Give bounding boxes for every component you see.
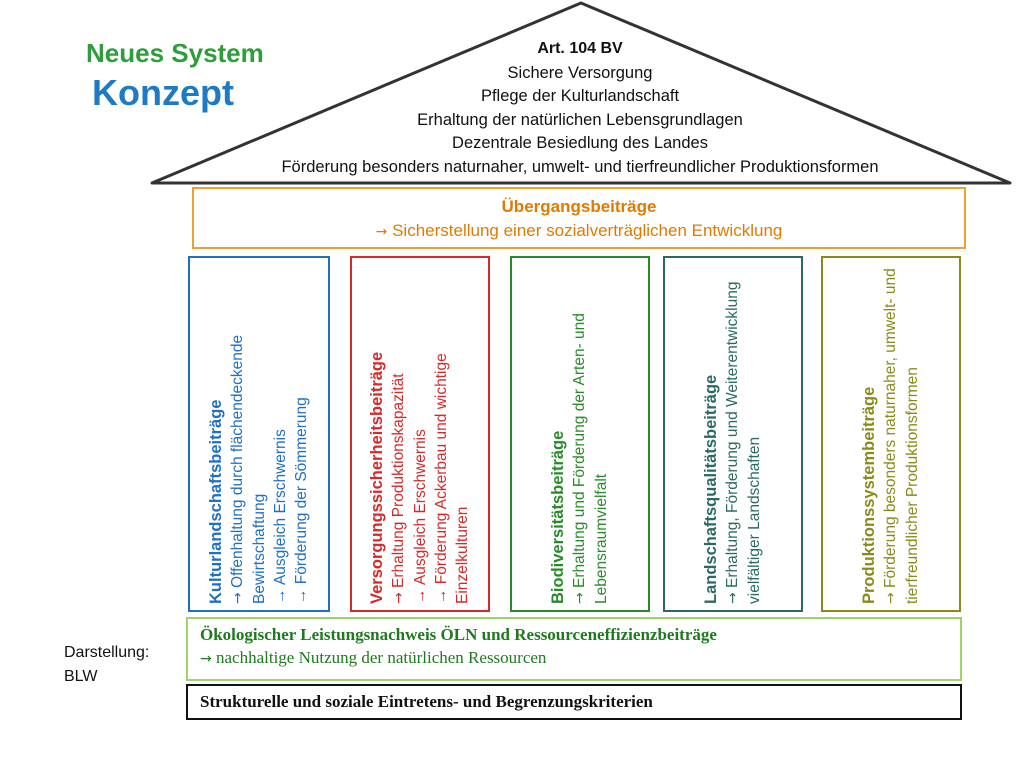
pillar-title: Produktionssystembeiträge	[860, 386, 878, 604]
pillar-text: → Erhaltung, Förderung und Weiterentwick…	[724, 281, 763, 605]
pillar-title: Versorgungssicherheitsbeiträge	[368, 351, 386, 604]
arrow-right-icon: →	[200, 651, 212, 667]
pillar-title: Biodiversitätsbeiträge	[549, 430, 567, 604]
transition-title: Übergangsbeiträge	[501, 197, 657, 216]
pillar-biodiversitaet: Biodiversitätsbeiträge → Erhaltung und F…	[510, 256, 650, 612]
title-neues-system: Neues System	[86, 38, 264, 68]
pillar-title: Landschaftsqualitätsbeiträge	[702, 374, 720, 604]
roof-line: Dezentrale Besiedlung des Landes	[452, 134, 708, 152]
roof-outline	[150, 1, 1012, 185]
pillar-text: → Ausgleich Erschwernis	[412, 429, 429, 604]
roof-line: Sichere Versorgung	[507, 64, 653, 82]
title-konzept: Konzept	[92, 72, 234, 113]
pillar-text: → Ausgleich Erschwernis	[272, 429, 289, 604]
roof-line: Pflege der Kulturlandschaft	[480, 87, 680, 105]
roof-line: Erhaltung der natürlichen Lebensgrundlag…	[417, 111, 743, 129]
oln-title: Ökologischer Leistungsnachweis ÖLN und R…	[200, 625, 717, 644]
arrow-right-icon: →	[883, 592, 899, 604]
transition-text: → Sicherstellung einer sozialverträglich…	[375, 221, 783, 240]
arrow-right-icon: →	[572, 592, 588, 604]
arrow-right-icon: →	[230, 592, 246, 604]
transition-box: Übergangsbeiträge → Sicherstellung einer…	[192, 187, 966, 249]
pillar-text: → Erhaltung und Förderung der Arten- und…	[571, 313, 610, 604]
pillar-text: → Förderung besonders naturnaher, umwelt…	[882, 268, 921, 604]
oln-text: → nachhaltige Nutzung der natürlichen Re…	[200, 648, 547, 667]
pillar-text: → Förderung der Sömmerung	[293, 397, 310, 604]
arrow-right-icon: →	[391, 592, 407, 604]
roof-heading: Art. 104 BV	[537, 40, 623, 57]
pillar-title: Kulturlandschaftsbeiträge	[207, 399, 225, 604]
pillar-produktionssystem: Produktionssystembeiträge → Förderung be…	[821, 256, 961, 612]
pillar-kulturlandschaft: Kulturlandschaftsbeiträge → Offenhaltung…	[188, 256, 330, 612]
pillar-text: → Erhaltung Produktionskapazität	[390, 373, 407, 604]
arrow-right-icon: →	[375, 224, 388, 240]
pillar-landschaftsqualitaet: Landschaftsqualitätsbeiträge → Erhaltung…	[663, 256, 803, 612]
oln-box: Ökologischer Leistungsnachweis ÖLN und R…	[186, 617, 962, 681]
roof-line: Förderung besonders naturnaher, umwelt- …	[281, 158, 879, 176]
source-credit: Darstellung: BLW	[64, 644, 150, 685]
pillar-text: → Offenhaltung durch flächendeckende Bew…	[229, 334, 268, 604]
pillar-versorgungssicherheit: Versorgungssicherheitsbeiträge → Erhaltu…	[350, 256, 490, 612]
arrow-right-icon: →	[725, 592, 741, 604]
structural-criteria-box: Strukturelle und soziale Eintretens- und…	[186, 684, 962, 720]
pillar-text: → Förderung Ackerbau und wichtige Einzel…	[433, 353, 471, 604]
